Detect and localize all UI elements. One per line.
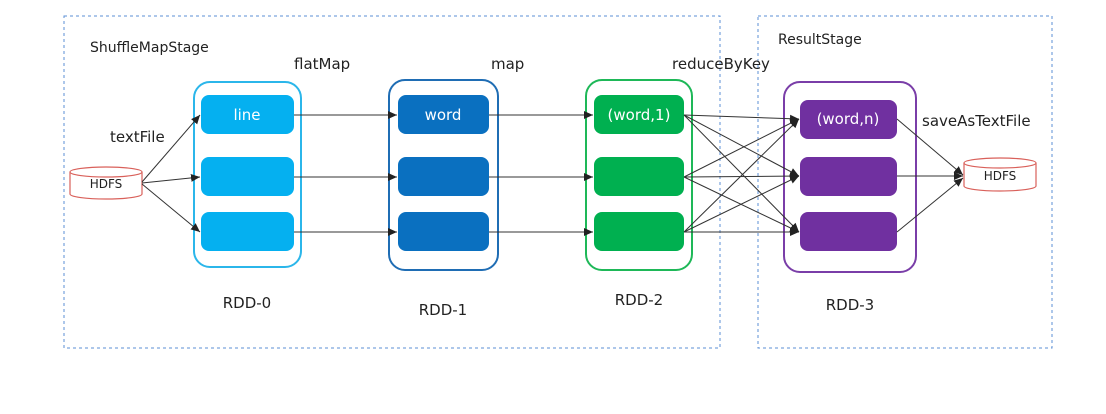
rdd-3-label: RDD-3 <box>826 296 874 314</box>
rdd-2-cell-label: (word,1) <box>608 106 671 124</box>
rdd-1-label: RDD-1 <box>419 301 467 319</box>
hdfs-input-cylinder: HDFS <box>69 166 143 200</box>
shuffle-arrows <box>683 114 800 236</box>
reducebykey-label: reduceByKey <box>672 55 770 73</box>
rdd-2-partition-2 <box>594 157 684 196</box>
rdd-0-partition-1 <box>201 95 294 134</box>
textfile-arrow-1 <box>141 114 201 183</box>
rdd-1-cell-label: word <box>425 106 462 124</box>
hdfs-input-label: HDFS <box>90 177 123 191</box>
rdd-3: (word,n) RDD-3 <box>783 81 917 314</box>
save-arrow-3 <box>896 177 964 233</box>
saveastextfile-label: saveAsTextFile <box>922 112 1031 130</box>
result-stage-box <box>757 15 1053 349</box>
rdd-2-partition-1 <box>594 95 684 134</box>
rdd-3-partition-3 <box>800 212 897 251</box>
rdd-2-label: RDD-2 <box>615 291 663 309</box>
rdd-2: (word,1) RDD-2 <box>585 79 693 309</box>
textfile-arrow-2 <box>141 173 201 184</box>
map-label: map <box>491 55 524 73</box>
rdd-0-cell-label: line <box>233 106 260 124</box>
rdd-0-label: RDD-0 <box>223 294 271 312</box>
result-stage-label: ResultStage <box>778 32 862 48</box>
textfile-label: textFile <box>110 128 165 146</box>
shuffle-map-stage-box <box>63 15 721 349</box>
rdd-1-partition-3 <box>398 212 489 251</box>
rdd-0-partition-3 <box>201 212 294 251</box>
hdfs-output-cylinder: HDFS <box>963 157 1037 192</box>
rdd-2-partition-3 <box>594 212 684 251</box>
rdd-3-partition-2 <box>800 157 897 196</box>
rdd-3-cell-label: (word,n) <box>817 110 880 128</box>
rdd-1-partition-1 <box>398 95 489 134</box>
flatmap-label: flatMap <box>294 55 350 73</box>
rdd-3-partition-1 <box>800 100 897 139</box>
rdd-1-partition-2 <box>398 157 489 196</box>
rdd-1: word RDD-1 <box>388 79 499 319</box>
hdfs-output-label: HDFS <box>984 169 1017 183</box>
rdd-0-partition-2 <box>201 157 294 196</box>
textfile-arrow-3 <box>141 183 201 233</box>
save-arrow-1 <box>896 118 964 176</box>
shuffle-map-stage-label: ShuffleMapStage <box>90 40 209 56</box>
rdd-0: line RDD-0 <box>193 81 302 312</box>
